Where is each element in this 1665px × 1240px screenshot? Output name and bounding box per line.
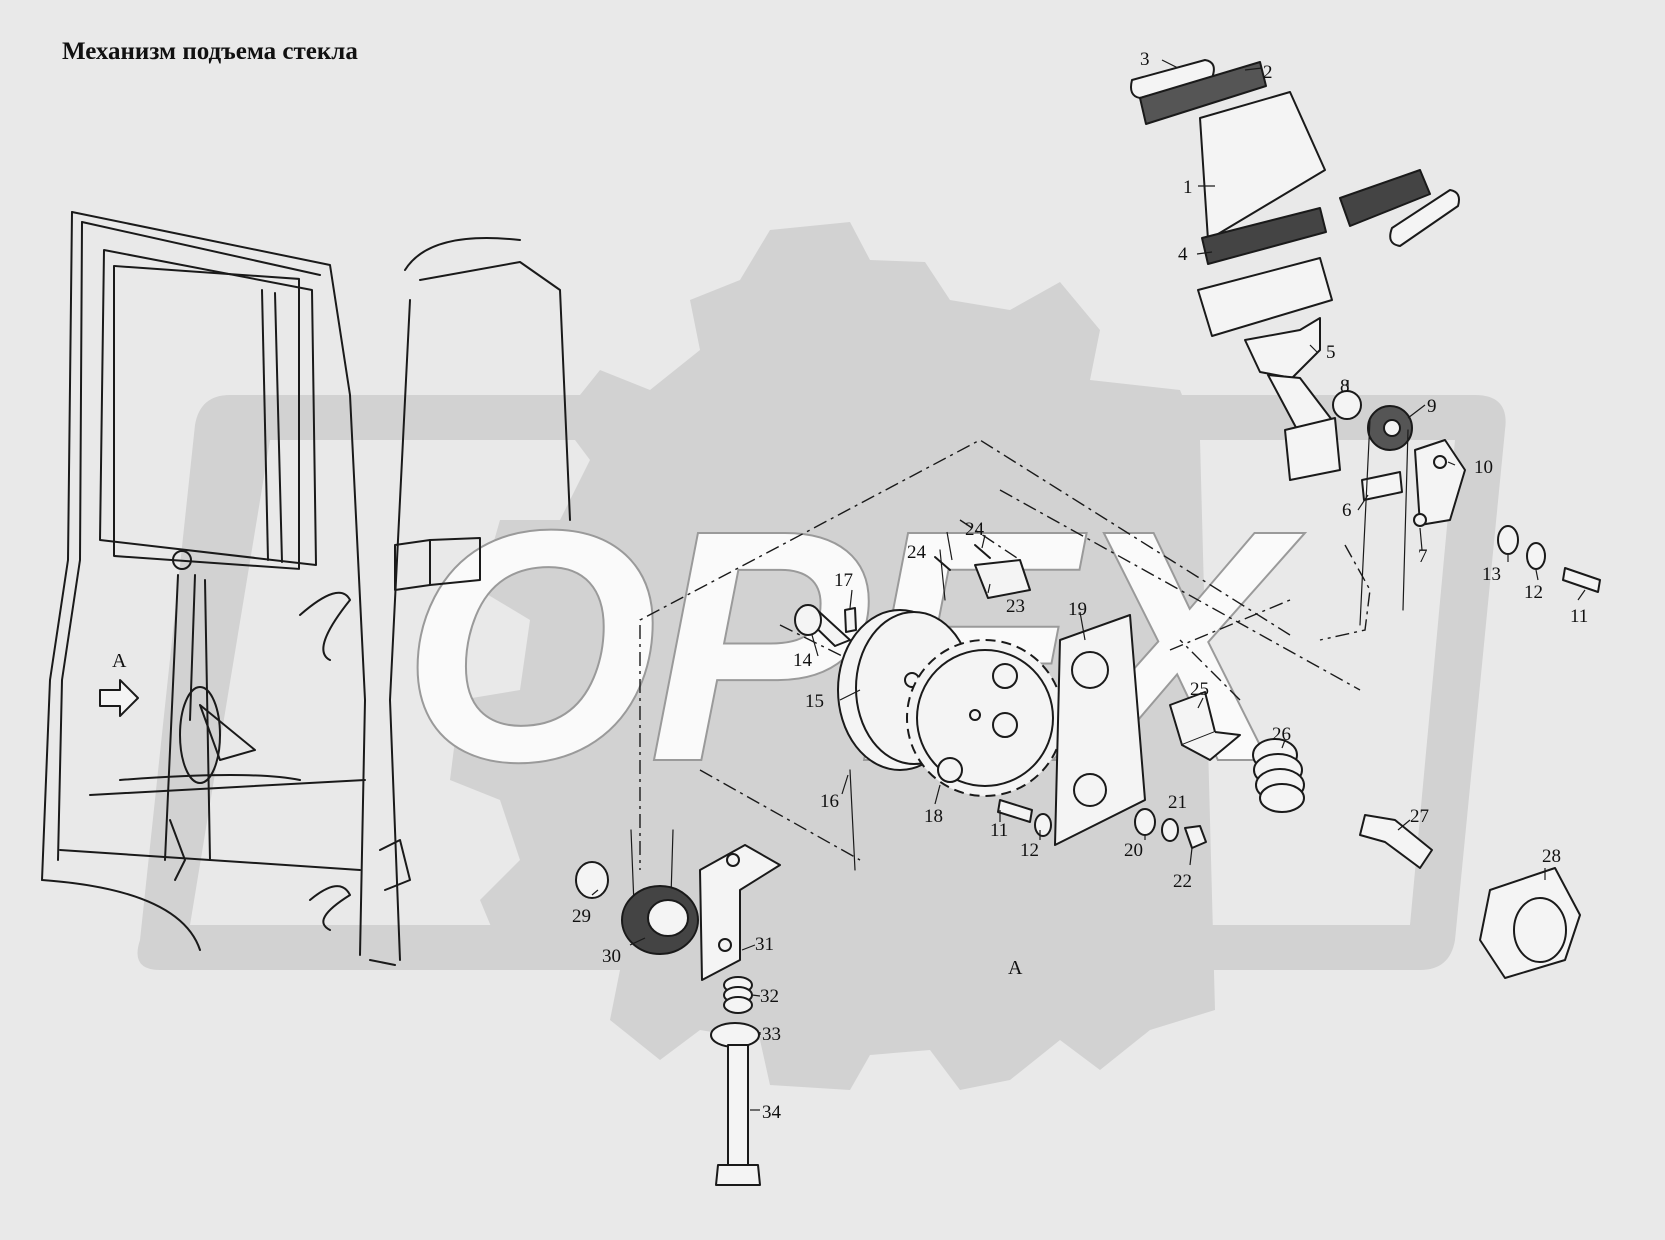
part-26-spring [1252,738,1305,813]
door-outline [41,211,571,966]
watermark-logo: OPEX [137,222,1506,1090]
part-5-bracket-foot [1284,417,1341,481]
part-33-washer [710,1022,760,1048]
part-12-lockwasher-right [1526,542,1546,570]
callout-16: 16 [820,791,839,812]
callout-21: 21 [1168,792,1187,813]
callout-27: 27 [1410,806,1429,827]
callout-19: 19 [1068,599,1087,620]
callout-17: 17 [834,570,853,591]
right-seal-tube [1389,189,1460,247]
callout-29: 29 [572,906,591,927]
callout-30: 30 [602,946,621,967]
part-22-nut [1184,825,1207,849]
callout-20: 20 [1124,840,1143,861]
leader-lines [591,59,1586,1111]
part-24-screw-b [974,544,991,559]
part-16-cable [849,549,946,871]
callout-33: 33 [762,1024,781,1045]
callout-12-lower: 12 [1020,840,1039,861]
part-4-lower-channel [1201,207,1327,265]
part-24-screw-a [934,556,951,571]
callout-5: 5 [1326,342,1336,363]
part-12-lockwasher-lower [1034,813,1052,837]
callout-9: 9 [1427,396,1437,417]
part-32-spring [723,976,753,1014]
callout-26: 26 [1272,724,1291,745]
door-window-glass [113,264,300,570]
part-11-bolt-right [1562,567,1601,593]
callout-28: 28 [1542,846,1561,867]
callout-25: 25 [1190,679,1209,700]
assembly-guide-lines [639,439,1371,870]
callout-4: 4 [1178,244,1188,265]
door-regulator-cable [164,574,211,861]
diagram-title: Механизм подъема стекла [62,38,358,65]
callout-12-right: 12 [1524,582,1543,603]
part-18-sprocket [906,639,1064,797]
view-a-label-bottom: А [1008,957,1023,979]
callout-32: 32 [760,986,779,1007]
part-17-pin [844,607,857,633]
callout-3: 3 [1140,49,1150,70]
callout-24-b: 24 [965,519,985,540]
callout-2: 2 [1263,62,1273,83]
part-20-washer [1134,808,1156,836]
part-13-washer [1497,525,1519,555]
callout-numbers: 1 2 3 4 5 6 7 8 9 10 11 12 13 14 15 16 1… [572,49,1588,1123]
callout-11-lower: 11 [990,820,1008,841]
callout-24-a: 24 [907,542,927,563]
part-2-brush-seal [1139,61,1267,125]
part-4-lower-channel-body [1197,257,1333,337]
part-11-bolt-lower [997,799,1033,823]
callout-23: 23 [1006,596,1025,617]
part-10-mounting-plate [1414,439,1466,526]
part-6-cable-clamp [1361,471,1403,501]
callout-6: 6 [1342,500,1352,521]
part-7-screw [1413,513,1427,527]
part-8-roller [1332,390,1362,420]
cable-upper [1359,419,1409,626]
callout-8: 8 [1340,376,1350,397]
callout-11-right: 11 [1570,606,1588,627]
callout-34: 34 [762,1102,782,1123]
callout-14: 14 [793,650,813,671]
callout-13: 13 [1482,564,1501,585]
callout-7: 7 [1418,546,1428,567]
part-5-upper-bracket [1244,317,1321,379]
view-a-arrow: А [99,650,139,717]
part-34-bolt [727,1044,749,1166]
callout-1: 1 [1183,177,1193,198]
part-27-fitting [1359,814,1433,869]
right-brush-channel [1339,169,1431,227]
part-1-window-glass [1199,91,1326,241]
part-21-spring-washer [1161,818,1179,842]
callout-22: 22 [1173,871,1192,892]
callout-31: 31 [755,934,774,955]
door-regulator-drum [179,686,221,784]
callout-18: 18 [924,806,943,827]
callout-10: 10 [1474,457,1493,478]
callout-15: 15 [805,691,824,712]
part-29-knob [575,861,609,899]
view-a-label-left: А [112,650,127,672]
